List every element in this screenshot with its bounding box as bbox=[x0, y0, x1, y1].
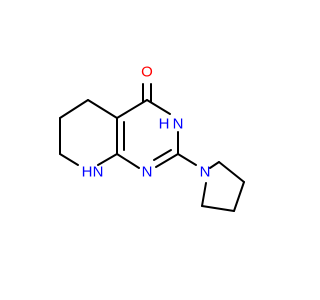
bond-c5-c4a bbox=[87, 99, 118, 119]
bonds bbox=[59, 83, 245, 212]
bond-n1-c8a bbox=[116, 153, 140, 169]
atom-n8: N bbox=[93, 164, 104, 181]
atom-n3: N bbox=[173, 116, 184, 133]
bond-n8-c7 bbox=[59, 153, 79, 166]
bond-c4-c4a bbox=[116, 99, 148, 119]
bond-cd-npyr bbox=[209, 161, 220, 169]
structure-svg: O N H N N H N bbox=[59, 64, 245, 212]
atom-h3: H bbox=[159, 116, 170, 133]
bond-ca-cb bbox=[201, 205, 235, 212]
bond-c2-n1-a bbox=[155, 153, 179, 168]
atom-labels: O N H N N H N bbox=[82, 64, 211, 181]
bond-c6-c5 bbox=[59, 99, 89, 119]
atom-n1: N bbox=[142, 164, 153, 181]
bond-c4-n3 bbox=[146, 99, 171, 115]
atom-o: O bbox=[141, 64, 153, 81]
atom-h8: H bbox=[82, 164, 93, 181]
bond-cc-cd bbox=[218, 161, 245, 183]
bond-c8a-n8 bbox=[97, 153, 118, 166]
bond-npyr-ca bbox=[201, 182, 207, 207]
molecule-diagram: O N H N N H N bbox=[59, 64, 245, 212]
atom-n-pyrrolidine: N bbox=[200, 164, 211, 181]
bond-c2-npyr bbox=[177, 153, 197, 166]
bond-cb-cc bbox=[233, 181, 245, 212]
bond-c2-n1-b bbox=[153, 149, 172, 161]
